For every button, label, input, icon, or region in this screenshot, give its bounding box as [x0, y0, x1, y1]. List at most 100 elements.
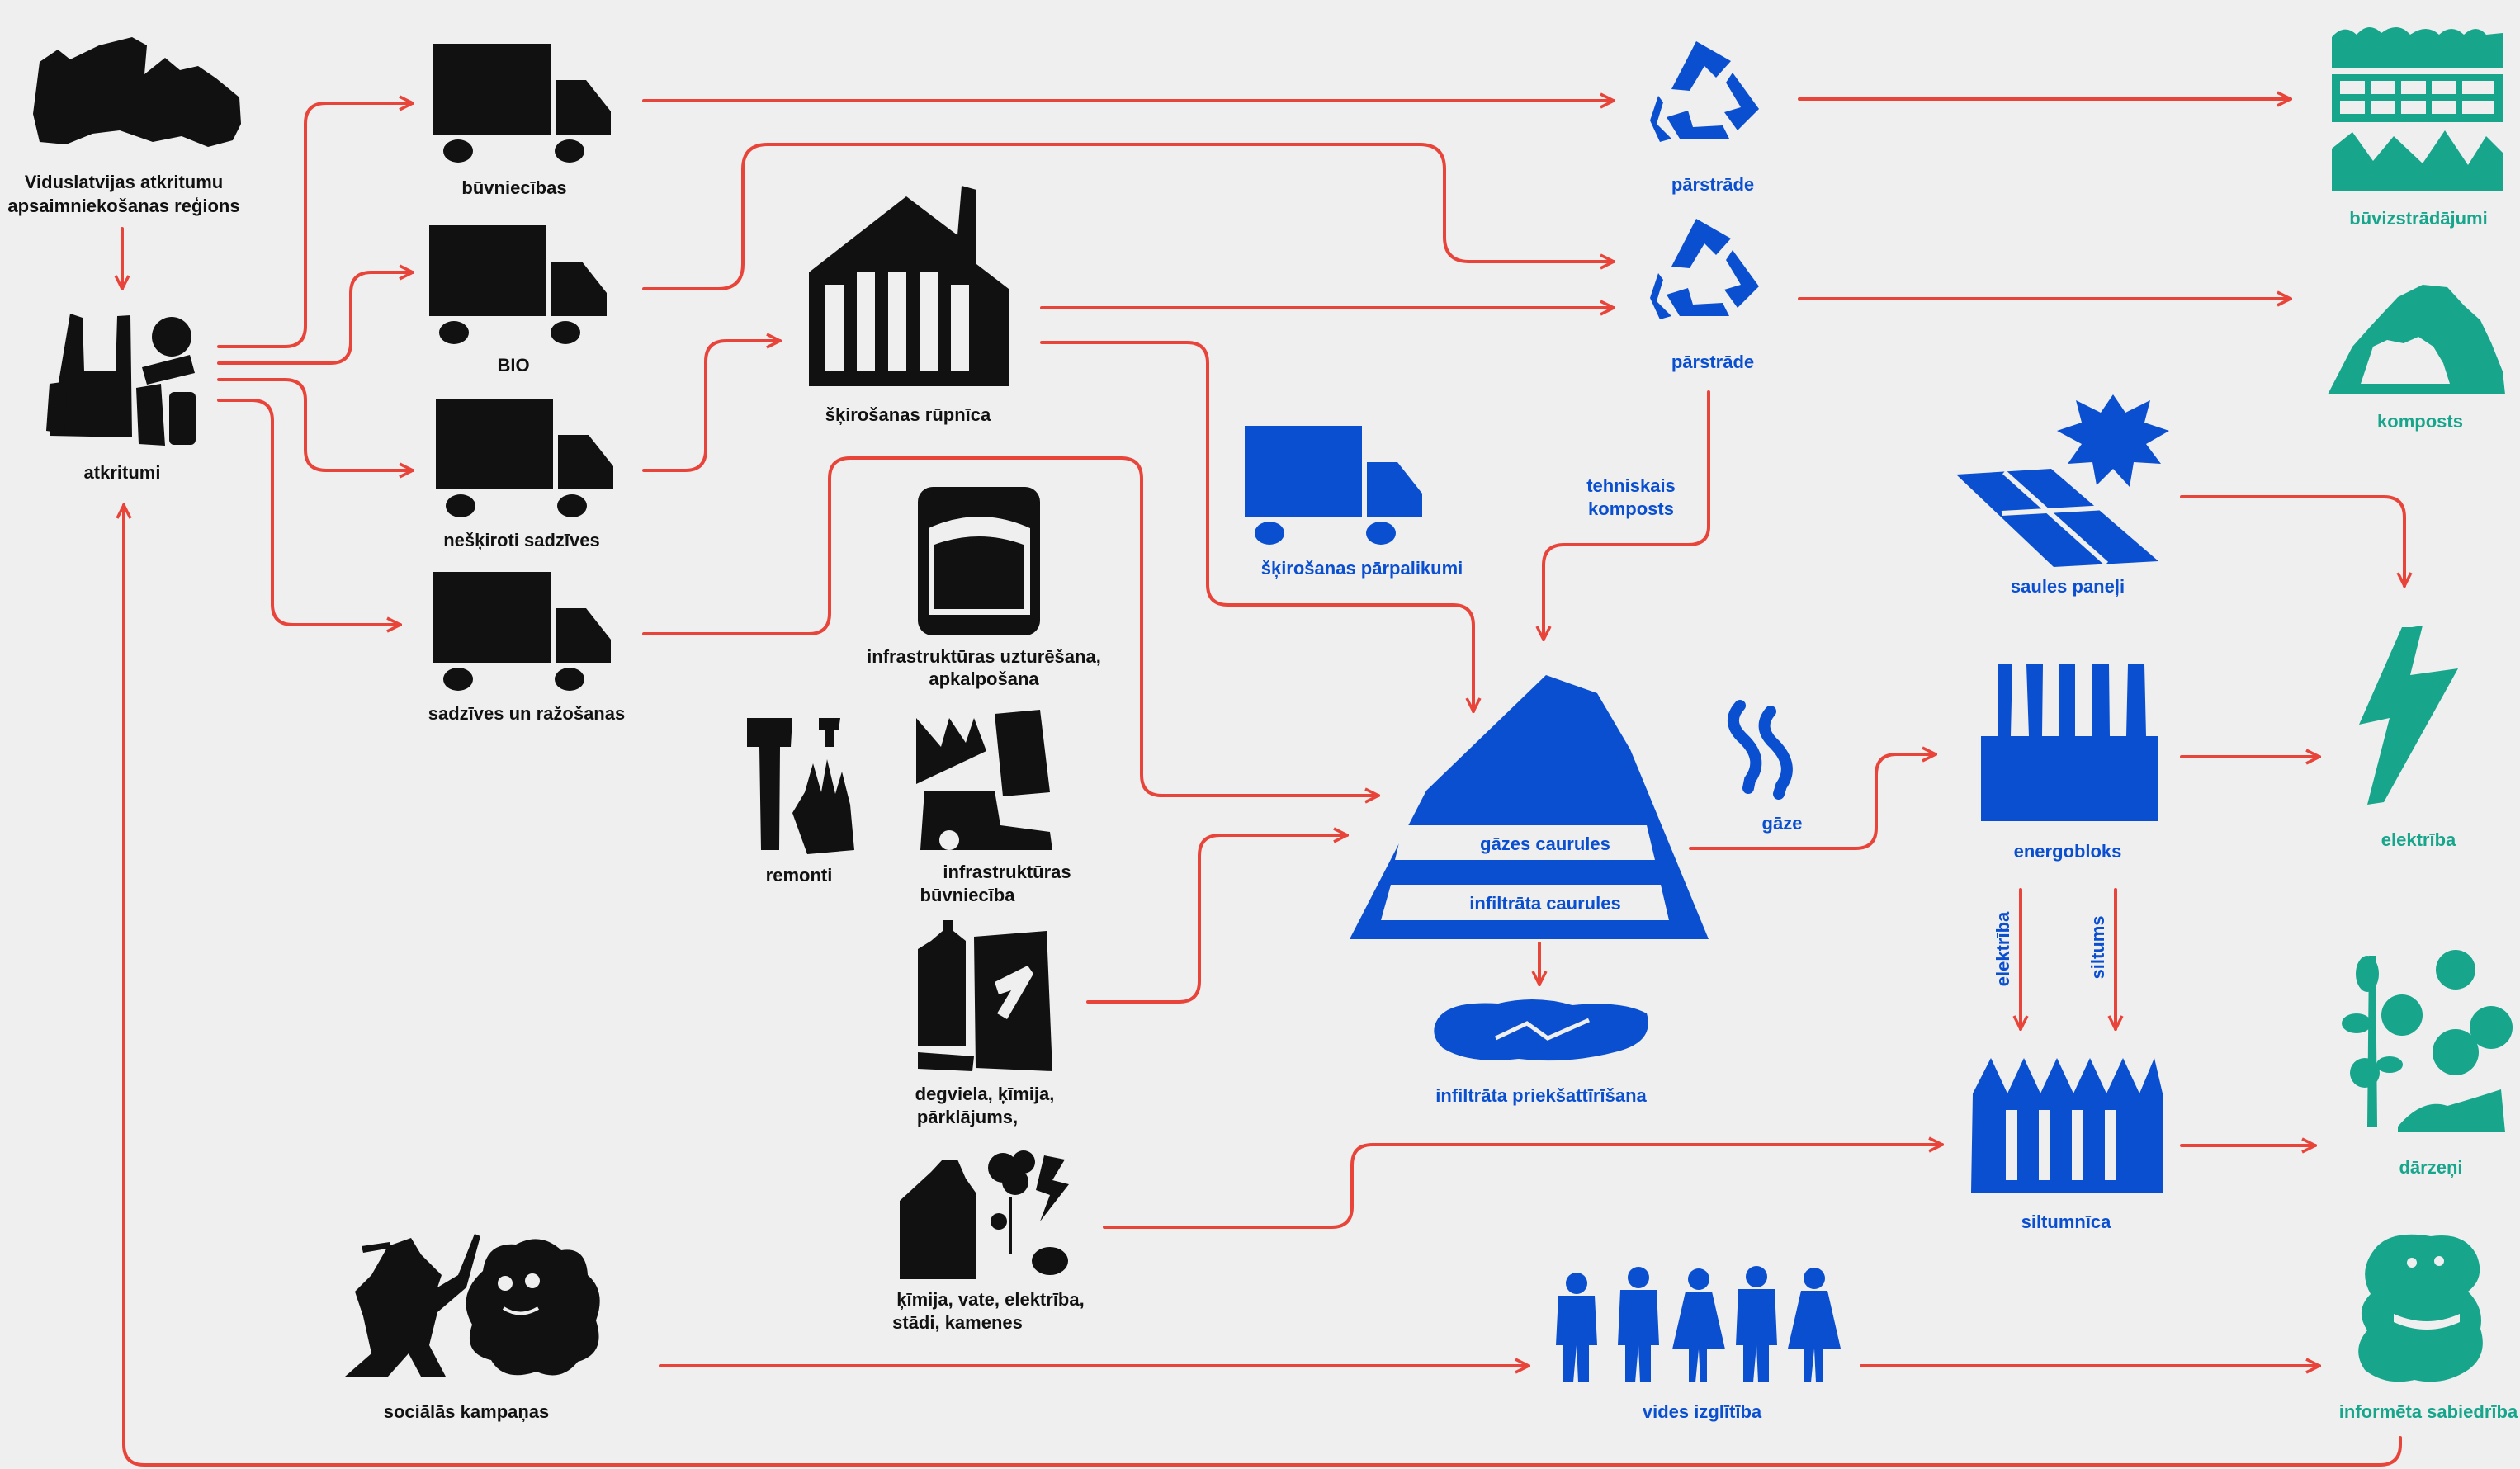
power-plant-icon [1981, 664, 2158, 821]
technical-compost-label: tehniskais komposts [1586, 475, 1676, 519]
latvia-map-icon [33, 37, 241, 147]
waste-bag-icon [46, 314, 196, 446]
infra-construction-label-line-2: būvniecība [920, 885, 1016, 905]
repairs-label: remonti [766, 865, 833, 886]
arrow-solar-to-electricity [2180, 495, 2404, 588]
society-face [2394, 1256, 2460, 1330]
society-icon [2358, 1234, 2483, 1382]
electricity-product-node: elektrība [2359, 626, 2458, 850]
fuel-chem-label-line-2: pārklājums, [917, 1107, 1018, 1127]
compost-node: komposts [2328, 285, 2505, 432]
leachate-pipes-band [1381, 885, 1669, 920]
greenhouse-label: siltumnīca [2021, 1212, 2112, 1232]
building-products-bricks [2340, 81, 2494, 114]
mascot-icon [345, 1234, 600, 1377]
lightning-icon [2359, 626, 2458, 805]
truck-icon [436, 399, 613, 517]
recycling-node-2: pārstrāde [1650, 219, 1759, 372]
recycling-node-1: pārstrāde [1650, 41, 1759, 195]
truck-icon [429, 225, 607, 344]
sorting-plant-node: šķirošanas rūpnīca [809, 186, 1009, 425]
solar-panel-icon [1956, 394, 2169, 567]
recycle-icon [1650, 41, 1759, 142]
bio-node: BIO [429, 225, 607, 376]
vegetables-label: dārzeņi [2399, 1157, 2462, 1178]
arrow-landfill-to-energy [1689, 754, 1937, 850]
gas-pipes-label: gāzes caurules [1480, 834, 1610, 854]
greenhouse-node: siltumnīca [1971, 1058, 2163, 1232]
building-products-node: būvizstrādājumi [2332, 26, 2503, 229]
arrow-chem-to-greenhouse [1103, 1145, 1944, 1229]
energy-block-node: energobloks [1981, 664, 2158, 862]
fuel-chem-label-line-1: degviela, ķīmija, [915, 1084, 1055, 1104]
household-production-node: sadzīves un ražošanas [428, 572, 625, 724]
hammer-glove-icon [747, 718, 854, 854]
bio-label: BIO [497, 355, 529, 376]
infra-maintenance-label-line-2: apkalpošana [929, 668, 1039, 689]
gas-pipes-band [1395, 825, 1655, 860]
infra-construction-node: infrastruktūras būvniecība [916, 710, 1071, 905]
solar-panels-node: saules paneļi [1956, 394, 2169, 597]
greenhouse-windows [2006, 1110, 2116, 1180]
leachate-pretreatment-node: infiltrāta priekšattīrīšana [1434, 999, 1648, 1106]
electricity-edge-label: elektrība [1993, 911, 2013, 986]
infra-construction-label-line-1: infrastruktūras [943, 862, 1071, 882]
region-node: Viduslatvijas atkritumu apsaimniekošanas… [7, 37, 241, 216]
construction-label: būvniecības [461, 177, 566, 198]
electricity-label: elektrība [2381, 829, 2456, 850]
waste-node: atkritumi [46, 314, 196, 483]
recycling-label-2: pārstrāde [1671, 352, 1754, 372]
chem-misc-label-line-2: stādi, kamenes [892, 1312, 1023, 1333]
greenhouse-icon [1971, 1058, 2163, 1193]
informed-society-label: informēta sabiedrība [2339, 1401, 2518, 1422]
arrow-waste-to-bio [217, 272, 414, 365]
technical-compost-label-line-2: komposts [1588, 498, 1674, 519]
vegetables-node: dārzeņi [2342, 950, 2513, 1178]
region-label-line-1: Viduslatvijas atkritumu [25, 172, 223, 192]
arrow-waste-to-unsorted [217, 378, 414, 470]
social-campaigns-node: sociālās kampaņas [345, 1234, 600, 1422]
arrow-waste-to-construction [217, 103, 414, 348]
arrow-bio-to-recycling [642, 143, 1615, 290]
compost-heap-opening [2361, 337, 2450, 384]
people-icon [1556, 1266, 1841, 1382]
leachate-pipes-label: infiltrāta caurules [1469, 893, 1620, 914]
landfill-node: gāzes caurules infiltrāta caurules [1350, 675, 1709, 939]
unsorted-node: nešķiroti sadzīves [436, 399, 613, 550]
arrow-waste-to-household [217, 399, 402, 625]
arrow-household-to-landfill [642, 456, 1380, 796]
chem-misc-node: ķīmija, vate, elektrība, stādi, kamenes [892, 1150, 1085, 1333]
region-label-line-2: apsaimniekošanas reģions [7, 196, 239, 216]
fuel-chem-node: degviela, ķīmija, pārklājums, [915, 920, 1055, 1127]
truck-icon [433, 44, 611, 163]
arrow-unsorted-to-plant [642, 341, 782, 472]
environmental-education-label: vides izglītība [1643, 1401, 1762, 1422]
vegetables-icon [2342, 950, 2513, 1132]
arrow-fuel-to-landfill [1086, 835, 1349, 1004]
arrow-plant-to-landfill [1040, 341, 1473, 713]
excavator-icon [916, 710, 1052, 850]
repairs-node: remonti [747, 718, 854, 886]
bottle-flower-icon [900, 1150, 1069, 1279]
sorting-residues-node: šķirošanas pārpalikumi [1245, 426, 1463, 579]
recycling-label-1: pārstrāde [1671, 174, 1754, 195]
unsorted-label: nešķiroti sadzīves [443, 530, 600, 550]
arrow-recycling-to-compost [1544, 390, 1710, 641]
social-campaigns-label: sociālās kampaņas [384, 1401, 550, 1422]
compost-label: komposts [2377, 411, 2463, 432]
energy-block-label: energobloks [2014, 841, 2122, 862]
construction-node: būvniecības [433, 44, 611, 198]
environmental-education-node: vides izglītība [1556, 1266, 1841, 1422]
heat-edge-label: siltums [2087, 915, 2108, 979]
gas-node: gāze [1728, 700, 1803, 834]
gas-wave-icon [1728, 700, 1793, 800]
informed-society-node: informēta sabiedrība [2339, 1234, 2518, 1422]
chem-misc-label-line-1: ķīmija, vate, elektrība, [896, 1289, 1084, 1310]
factory-windows [825, 272, 969, 371]
gas-label: gāze [1762, 813, 1803, 834]
barrel-icon [918, 487, 1040, 635]
waste-label: atkritumi [84, 462, 161, 483]
arrow-society-feedback [124, 503, 2402, 1467]
